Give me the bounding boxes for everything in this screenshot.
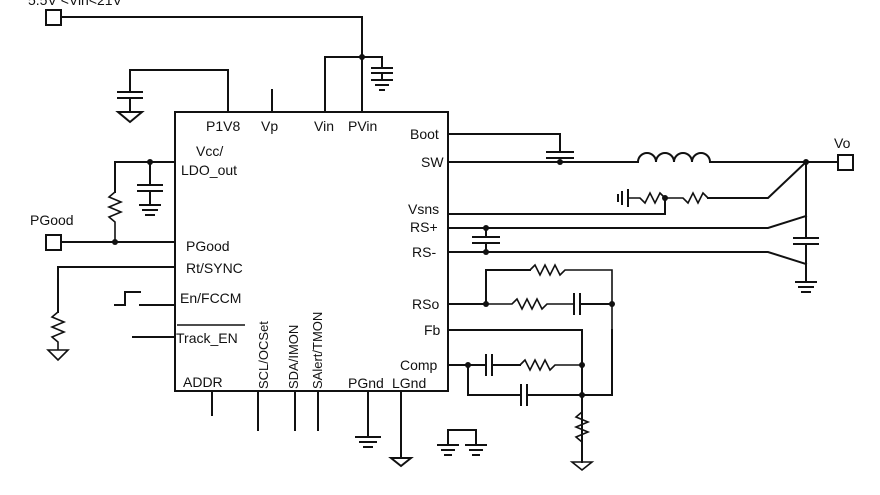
pgood-terminal[interactable] [45, 234, 62, 251]
pin-pvin: PVin [348, 118, 377, 134]
vin-pin-wire [324, 56, 363, 113]
vcc-wire [114, 161, 176, 193]
output-inductor [636, 152, 839, 164]
pin-track-en: Track_EN [176, 330, 238, 346]
rt-resistor [46, 311, 70, 362]
rs-filter-capacitor [472, 227, 500, 253]
rt-wire [57, 266, 176, 313]
sense-to-vsns [447, 197, 666, 215]
pin-fb: Fb [424, 322, 441, 338]
en-step-signal [114, 291, 176, 306]
pin-rs-minus: RS- [412, 244, 436, 260]
pin-vsns: Vsns [408, 201, 439, 217]
ground-pair-symbol [437, 429, 487, 456]
lgnd-ground [388, 390, 414, 468]
pin-ldo-out: LDO_out [181, 162, 237, 178]
fb-resistor-down [569, 411, 595, 472]
pgood-terminal-label: PGood [30, 212, 74, 228]
rso-right-node-dot [609, 301, 615, 307]
boot-capacitor [546, 151, 574, 159]
vcc-capacitor [137, 161, 163, 216]
rs-plus-wire [447, 214, 808, 229]
pin-rs-plus: RS+ [410, 219, 438, 235]
pin-sda-imon: SDA/IMON [286, 325, 301, 389]
input-capacitor [361, 56, 393, 91]
sense-ground [617, 189, 629, 207]
rs-minus-node-dot [483, 249, 489, 255]
pin-lgnd: LGnd [392, 375, 426, 391]
vo-terminal-label: Vo [834, 135, 851, 151]
sense-resistor-1 [665, 191, 709, 205]
comp-capacitor-2 [520, 384, 528, 406]
pin-boot: Boot [410, 126, 439, 142]
rs-minus-wire [447, 251, 808, 266]
boot-wire [447, 133, 561, 153]
vo-terminal[interactable] [837, 154, 854, 171]
pin-p1v8: P1V8 [206, 118, 240, 134]
fb-bottom-node-dot [579, 392, 585, 398]
pin-rt-sync: Rt/SYNC [186, 260, 243, 276]
pin-salert-tmon: SAlert/TMON [310, 312, 325, 389]
pin-addr: ADDR [183, 374, 223, 390]
sense-network-wire [707, 160, 808, 199]
pgood-node-dot [112, 239, 118, 245]
rso-wire [447, 269, 531, 305]
fb-wire [447, 329, 583, 463]
pin-scl-ocset: SCL/OCSet [256, 321, 271, 389]
output-capacitor [793, 229, 819, 293]
comp-resistor [519, 358, 582, 372]
rso-resistor-top [529, 263, 613, 330]
pullup-resistor [106, 191, 124, 242]
sense-resistor-2 [628, 191, 666, 205]
sw-boot-dot [557, 159, 563, 165]
vin-terminal[interactable] [45, 9, 62, 26]
p1v8-capacitor [115, 91, 145, 124]
pin-pgood: PGood [186, 238, 230, 254]
input-range-label: 5.5V <Vin<21V [28, 0, 123, 8]
comp-capacitor [485, 354, 521, 376]
pgnd-ground [355, 390, 381, 448]
pin-vcc: Vcc/ [196, 143, 223, 159]
rso-resistor-mid [486, 297, 574, 311]
comp-cap-2-wire [467, 364, 583, 396]
pin-vin: Vin [314, 118, 334, 134]
vin-rail-wire [60, 16, 363, 113]
pin-rso: RSo [412, 296, 439, 312]
rso-capacitor [573, 293, 613, 315]
pin-pgnd: PGnd [348, 375, 384, 391]
ic-body [174, 111, 449, 392]
pin-comp: Comp [400, 357, 438, 373]
fb-feedback-wire [581, 329, 613, 396]
p1v8-wire [129, 69, 229, 113]
pin-en-fccm: En/FCCM [180, 290, 241, 306]
pin-vp: Vp [261, 118, 278, 134]
pin-sw: SW [421, 154, 444, 170]
